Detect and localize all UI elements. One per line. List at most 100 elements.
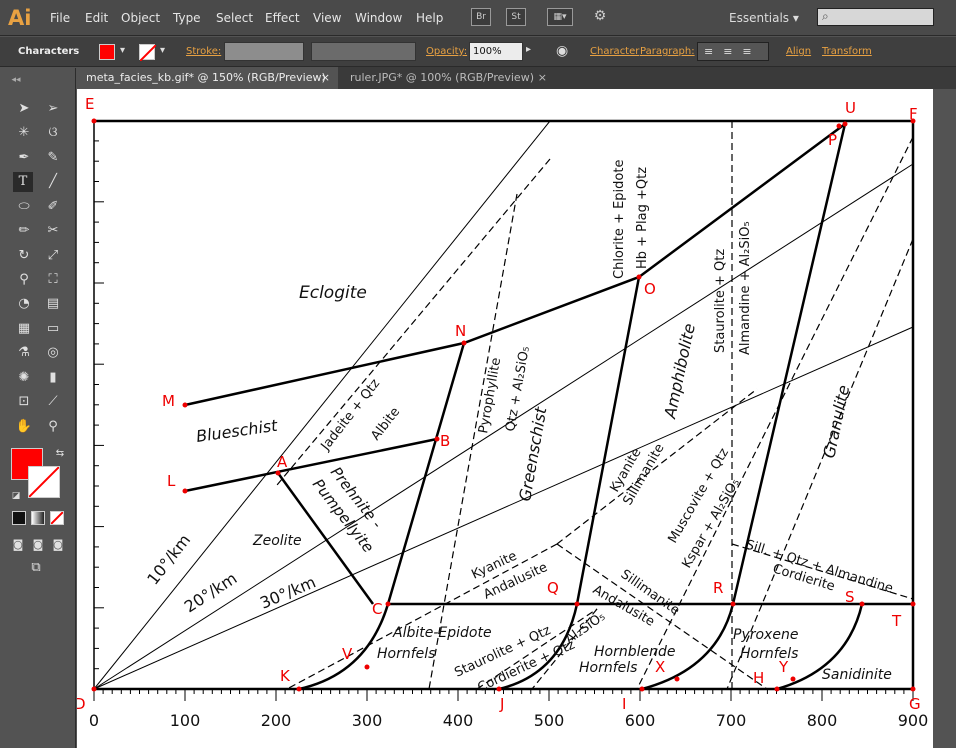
fill-swatch[interactable]	[11, 448, 43, 480]
character-link[interactable]: Character	[590, 46, 640, 57]
menu-object[interactable]: Object	[121, 11, 161, 25]
gradient-mode-icon[interactable]	[31, 511, 45, 525]
opacity-label[interactable]: Opacity:	[426, 46, 468, 57]
perspective-grid-tool-icon[interactable]: ▤	[46, 296, 60, 311]
ellipse-tool-icon[interactable]: ⬭	[18, 199, 30, 214]
draw-behind-icon[interactable]: ◙	[32, 538, 44, 551]
stock-button[interactable]: St	[506, 8, 526, 26]
menu-window[interactable]: Window	[355, 11, 403, 25]
point-label-c: C	[372, 600, 382, 618]
fill-color-swatch[interactable]	[99, 44, 115, 60]
stroke-swatch[interactable]	[28, 466, 60, 498]
type-tool-icon[interactable]: T	[13, 172, 33, 192]
hand-tool-icon[interactable]: ✋	[15, 419, 33, 434]
pencil-tool-icon[interactable]: ✏	[18, 223, 30, 238]
symbol-sprayer-tool-icon[interactable]: ✺	[18, 370, 30, 385]
arrange-documents-icon[interactable]: ▦▾	[547, 8, 573, 26]
screen-mode-icon[interactable]: ⧉	[31, 560, 41, 575]
characters-label: Characters	[18, 46, 80, 57]
color-mode-icon[interactable]	[12, 511, 26, 525]
free-transform-tool-icon[interactable]: ⛶	[48, 272, 58, 287]
magic-wand-tool-icon[interactable]: ✳	[18, 125, 30, 140]
mesh-tool-icon[interactable]: ▦	[17, 321, 31, 336]
scale-tool-icon[interactable]: ⤢	[47, 248, 59, 263]
document-tab-ruler[interactable]: ruler.JPG* @ 100% (RGB/Preview) ×	[340, 67, 555, 89]
close-icon[interactable]: ×	[537, 71, 547, 84]
collapse-panel-icon[interactable]: ◂◂	[11, 75, 21, 85]
workspace-switcher[interactable]: Essentials ▾	[729, 11, 799, 25]
stroke-none-swatch[interactable]	[139, 44, 157, 62]
recolor-icon[interactable]: ◉	[556, 43, 569, 59]
slice-tool-icon[interactable]: ⟋	[48, 394, 58, 409]
point-marker	[296, 686, 302, 692]
menu-effect[interactable]: Effect	[265, 11, 300, 25]
rotate-tool-icon[interactable]: ↻	[18, 248, 30, 263]
swap-fill-stroke-icon[interactable]: ⇆	[55, 448, 65, 459]
artboard-tool-icon[interactable]: ⊡	[18, 394, 30, 409]
chevron-right-icon[interactable]: ▸	[526, 44, 532, 55]
gpu-rocket-icon[interactable]: ⚙	[593, 8, 607, 24]
gradient-tool-icon[interactable]: ▭	[46, 321, 60, 336]
point-marker	[859, 601, 865, 607]
menu-type[interactable]: Type	[173, 11, 201, 25]
menu-help[interactable]: Help	[416, 11, 444, 25]
help-search-input[interactable]: ⌕	[817, 8, 934, 26]
y-axis-ticks	[94, 120, 104, 690]
direct-selection-tool-icon[interactable]: ➢	[47, 101, 59, 116]
reaction-albite: Albite	[368, 405, 403, 444]
facies-amphibolite: Amphibolite	[660, 322, 699, 421]
shape-builder-tool-icon[interactable]: ◔	[18, 296, 30, 311]
variable-width-select[interactable]	[311, 42, 416, 61]
point-label-q: Q	[547, 579, 559, 597]
lasso-tool-icon[interactable]: ଓ	[48, 125, 58, 140]
facies-greenschist: Greenschist	[515, 405, 550, 503]
point-label-f: F	[909, 105, 918, 123]
metamorphic-facies-diagram: E U F P O N M B L A C Q R S T V K J I X …	[77, 95, 928, 730]
paragraph-link[interactable]: Paragraph:	[640, 46, 695, 57]
point-label-b: B	[440, 432, 450, 450]
document-tab-meta-facies[interactable]: meta_facies_kb.gif* @ 150% (RGB/Preview)…	[76, 67, 338, 89]
default-colors-icon[interactable]: ◪	[11, 491, 21, 501]
paintbrush-tool-icon[interactable]: ✐	[47, 199, 59, 214]
menu-select[interactable]: Select	[216, 11, 254, 25]
close-icon[interactable]: ×	[320, 71, 330, 84]
x-tick-label-300: 300	[352, 711, 383, 730]
none-mode-icon[interactable]	[50, 511, 64, 525]
column-graph-tool-icon[interactable]: ▮	[49, 370, 57, 385]
chevron-down-icon[interactable]: ▾	[120, 45, 126, 56]
zoom-tool-icon[interactable]: ⚲	[48, 419, 58, 434]
transform-link[interactable]: Transform	[822, 46, 872, 57]
align-link[interactable]: Align	[786, 46, 812, 57]
point-marker	[91, 686, 97, 692]
blend-tool-icon[interactable]: ◎	[47, 345, 59, 360]
width-tool-icon[interactable]: ⚲	[19, 272, 29, 287]
point-label-e: E	[85, 95, 94, 113]
artboard-canvas[interactable]: E U F P O N M B L A C Q R S T V K J I X …	[77, 89, 933, 748]
curvature-tool-icon[interactable]: ✎	[47, 150, 59, 165]
pen-tool-icon[interactable]: ✒	[18, 150, 30, 165]
eyedropper-tool-icon[interactable]: ⚗	[18, 345, 30, 360]
point-label-i: I	[622, 695, 626, 713]
point-label-o: O	[644, 280, 656, 298]
point-marker	[910, 601, 916, 607]
facies-hornfels-3: Hornfels	[740, 646, 798, 662]
draw-normal-icon[interactable]: ◙	[12, 538, 24, 551]
paragraph-align-buttons[interactable]: ≡≡≡	[697, 42, 769, 61]
point-marker	[910, 686, 916, 692]
menu-edit[interactable]: Edit	[85, 11, 109, 25]
point-marker	[385, 601, 391, 607]
stroke-label[interactable]: Stroke:	[186, 46, 222, 57]
menu-file[interactable]: File	[50, 11, 71, 25]
draw-inside-icon[interactable]: ◙	[52, 538, 64, 551]
x-tick-label-800: 800	[807, 711, 838, 730]
bridge-button[interactable]: Br	[471, 8, 491, 26]
point-marker	[496, 686, 502, 692]
opacity-input[interactable]: 100%	[469, 42, 523, 61]
scissors-tool-icon[interactable]: ✂	[47, 223, 59, 238]
selection-tool-icon[interactable]: ➤	[18, 101, 30, 116]
menu-view[interactable]: View	[313, 11, 342, 25]
stroke-weight-input[interactable]	[224, 42, 304, 61]
chevron-down-icon[interactable]: ▾	[160, 45, 166, 56]
line-tool-icon[interactable]: ╱	[49, 174, 57, 189]
reaction-staurolite-qtz: Staurolite + Qtz	[713, 249, 728, 353]
